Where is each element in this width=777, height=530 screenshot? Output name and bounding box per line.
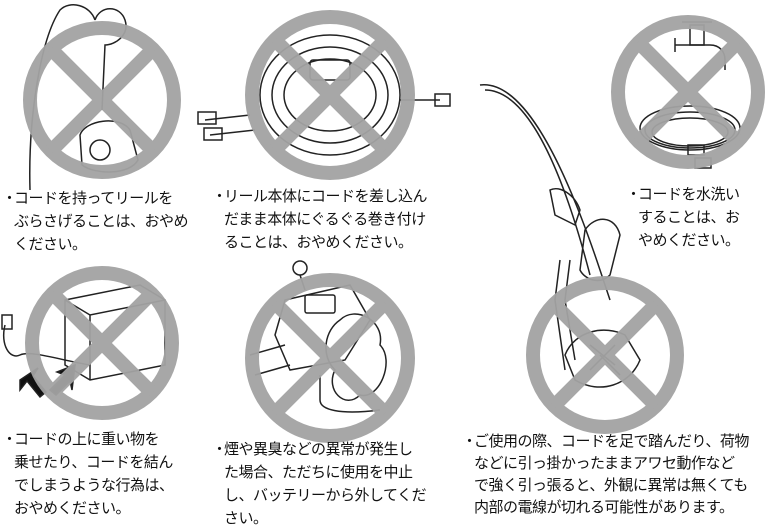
prohibition-icon	[611, 15, 765, 169]
note-line: リール本体にコードを差し込ん	[212, 185, 428, 208]
coiled-reel-drawing	[197, 34, 451, 156]
prohibition-marks	[23, 10, 765, 443]
fishing-rod-drawing	[479, 84, 641, 388]
note-line: などに引っ掛かったままアワセ動作など	[474, 454, 735, 472]
note-hanging: コードを持ってリールを ぶらさげることは、おやめ ください。	[2, 187, 189, 256]
note-washing: コードを水洗い することは、お やめください。	[626, 183, 740, 252]
note-line: コードの上に重い物を	[2, 428, 174, 451]
note-line: することは、お	[638, 208, 740, 226]
prohibition-icon	[245, 273, 415, 443]
note-line: さい。	[224, 509, 268, 527]
note-line: でしまうような行為は、	[14, 476, 174, 494]
note-line: ご使用の際、コードを足で踏んだり、荷物	[462, 430, 749, 452]
note-stepping: ご使用の際、コードを足で踏んだり、荷物 などに引っ掛かったままアワセ動作など で…	[462, 430, 749, 518]
note-line: コードを水洗い	[626, 183, 740, 206]
note-smoke: 煙や異臭などの異常が発生し た場合、ただちに使用を中止 し、バッテリーから外して…	[212, 438, 427, 530]
note-line: ることは、おやめください。	[224, 233, 413, 251]
note-line: で強く引っ張ると、外観に異常は無くても	[474, 476, 748, 494]
prohibition-icon	[25, 266, 179, 420]
note-wrapping: リール本体にコードを差し込ん だまま本体にぐるぐる巻き付け ることは、おやめくだ…	[212, 185, 428, 254]
note-line: 内部の電線が切れる可能性があります。	[474, 498, 734, 516]
note-line: た場合、ただちに使用を中止	[224, 463, 413, 481]
note-line: 煙や異臭などの異常が発生し	[212, 438, 426, 461]
note-line: ぶらさげることは、おやめ	[14, 212, 189, 230]
note-line: コードを持ってリールを	[2, 187, 188, 210]
note-line: ください。	[14, 235, 87, 253]
note-line: おやめください。	[14, 499, 131, 517]
prohibition-icon	[526, 276, 684, 434]
note-line: やめください。	[638, 231, 740, 249]
note-line: し、バッテリーから外してくだ	[224, 486, 427, 504]
note-line: 乗せたり、コードを結ん	[14, 453, 173, 471]
note-line: だまま本体にぐるぐる巻き付け	[224, 210, 426, 228]
prohibition-icon	[245, 10, 415, 180]
note-heavy-object: コードの上に重い物を 乗せたり、コードを結ん でしまうような行為は、 おやめくだ…	[2, 428, 174, 520]
prohibition-icon	[23, 21, 181, 179]
